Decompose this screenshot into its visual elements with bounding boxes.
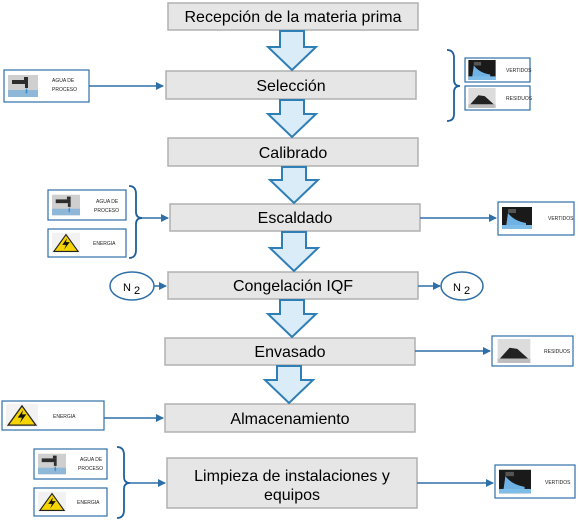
agua-label-line1: AGUA DE: [52, 78, 75, 84]
water-tap-icon: [52, 194, 80, 216]
energia-label: ENERGIA: [77, 500, 100, 506]
energia-label: ENERGIA: [53, 414, 76, 420]
lightning-warning-icon: [6, 403, 38, 428]
step-calibrado-label: Calibrado: [259, 145, 328, 162]
waste-pile-icon: [468, 88, 496, 108]
step-limpieza-label-line2: equipos: [264, 487, 320, 504]
step-escaldado: Escaldado: [169, 203, 421, 232]
wastewater-discharge-icon: [468, 60, 496, 80]
residuos-label: RESIDUOS: [506, 96, 533, 102]
flow-arrows: [262, 30, 321, 405]
water-tap-icon: [8, 75, 38, 97]
flow-arrow-1: [265, 30, 319, 72]
wastewater-discharge-icon: [502, 207, 532, 229]
input-nitrogeno: N 2: [109, 271, 155, 301]
step-almacenamiento: Almacenamiento: [164, 403, 416, 433]
step-calibrado: Calibrado: [167, 137, 419, 167]
input-energia-almacenamiento: ENERGIA: [1, 400, 105, 431]
step-limpieza-label-line1: Limpieza de instalaciones y: [194, 468, 390, 485]
step-escaldado-label: Escaldado: [258, 210, 333, 227]
vertidos-label: VERTIDOS: [548, 216, 574, 222]
agua-label-line2: PROCESO: [94, 208, 119, 214]
step-seleccion: Selección: [165, 70, 417, 100]
nitrogen-output-subscript: 2: [464, 285, 470, 297]
step-congelacion-label: Congelación IQF: [233, 278, 353, 295]
step-limpieza: Limpieza de instalaciones y equipos: [166, 457, 418, 509]
vertidos-label: VERTIDOS: [506, 68, 532, 74]
lightning-warning-icon: [52, 232, 80, 254]
process-steps: Recepción de la materia prima Selección …: [164, 2, 421, 509]
brace-seleccion-outputs: [446, 49, 461, 122]
output-vertidos-limpieza: VERTIDOS: [494, 464, 576, 499]
step-envasado: Envasado: [164, 337, 416, 366]
output-vertidos-seleccion: VERTIDOS: [464, 57, 532, 83]
flow-arrow-5: [265, 299, 319, 339]
energia-label: ENERGIA: [93, 241, 116, 247]
nitrogen-input-label: N: [123, 282, 131, 294]
waste-pile-icon: [497, 339, 531, 363]
flow-arrow-3: [267, 166, 321, 205]
output-nitrogeno: N 2: [440, 271, 484, 301]
input-energia-escaldado: ENERGIA: [47, 228, 127, 258]
input-agua-limpieza: AGUA DE PROCESO: [33, 448, 108, 480]
flow-arrow-2: [265, 99, 319, 139]
step-congelacion: Congelación IQF: [167, 271, 419, 300]
input-energia-limpieza: ENERGIA: [33, 487, 108, 517]
step-envasado-label: Envasado: [254, 344, 325, 361]
water-tap-icon: [38, 453, 66, 475]
step-recepcion-label: Recepción de la materia prima: [185, 9, 402, 26]
agua-label-line1: AGUA DE: [96, 199, 119, 205]
nitrogen-output-label: N: [453, 282, 461, 294]
agua-label-line1: AGUA DE: [80, 457, 103, 463]
output-residuos-envasado: RESIDUOS: [491, 335, 574, 367]
input-agua-seleccion: AGUA DE PROCESO: [3, 69, 90, 103]
flow-arrow-4: [267, 231, 321, 273]
agua-label-line2: PROCESO: [52, 87, 77, 93]
nitrogen-input-subscript: 2: [134, 285, 140, 297]
output-residuos-seleccion: RESIDUOS: [464, 85, 533, 111]
brace-limpieza-inputs: [116, 446, 131, 519]
brace-escaldado-inputs: [128, 185, 143, 259]
wastewater-discharge-icon: [499, 469, 531, 494]
step-seleccion-label: Selección: [256, 78, 325, 95]
lightning-warning-icon: [38, 491, 66, 513]
residuos-label: RESIDUOS: [544, 349, 571, 355]
step-recepcion: Recepción de la materia prima: [167, 2, 419, 31]
vertidos-label: VERTIDOS: [545, 480, 571, 486]
flow-arrow-6: [262, 365, 316, 405]
agua-label-line2: PROCESO: [78, 466, 103, 472]
input-agua-escaldado: AGUA DE PROCESO: [47, 189, 127, 221]
step-almacenamiento-label: Almacenamiento: [230, 411, 349, 428]
output-vertidos-escaldado: VERTIDOS: [497, 201, 575, 236]
